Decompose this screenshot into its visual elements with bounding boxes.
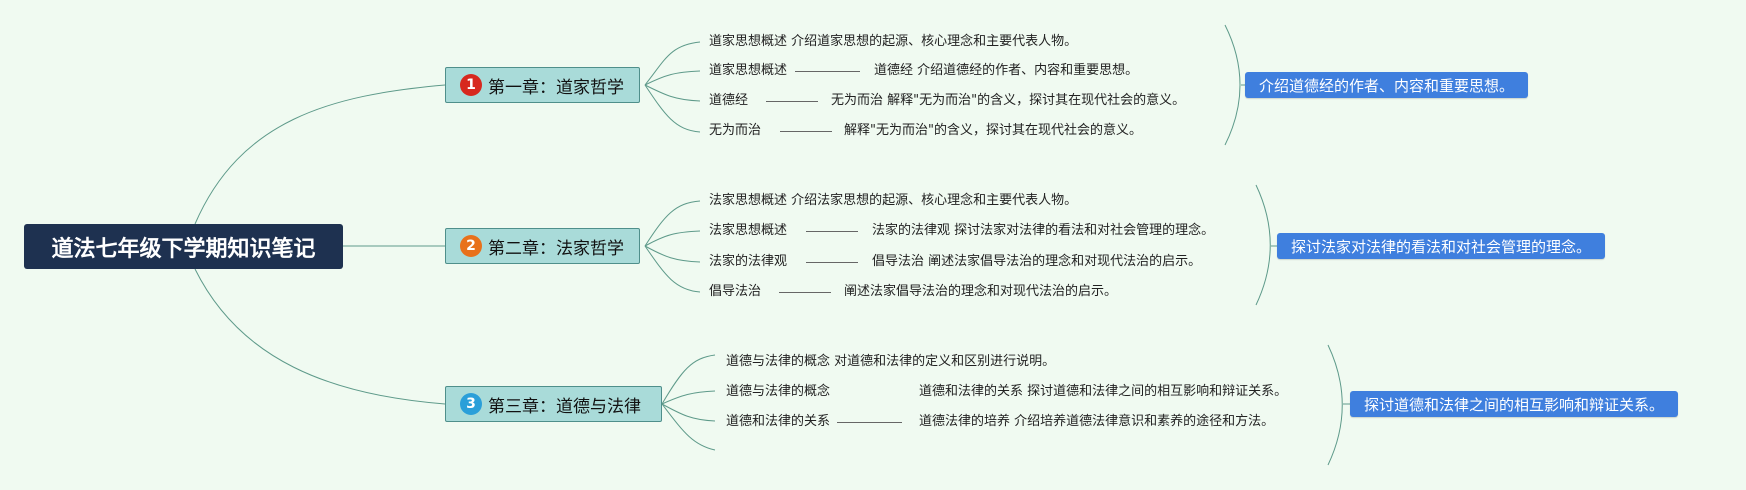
chapter-node-3[interactable]: 3 第三章：道德与法律 xyxy=(445,386,662,422)
leaf-1-2-connector xyxy=(795,71,860,72)
leaf-1-1[interactable]: 道家思想概述 介绍道家思想的起源、核心理念和主要代表人物。 xyxy=(709,34,1078,49)
chapter-title: 第一章：道家哲学 xyxy=(488,77,624,98)
leaf-2-4-connector xyxy=(779,292,831,293)
number-badge: 1 xyxy=(460,74,482,96)
leaf-1-3-connector xyxy=(766,101,818,102)
summary-1[interactable]: 介绍道德经的作者、内容和重要思想。 xyxy=(1245,72,1529,98)
leaf-2-3[interactable]: 法家的法律观 xyxy=(709,254,788,269)
ch1-link-4 xyxy=(644,84,701,133)
ch3-link-3 xyxy=(661,403,716,422)
leaf-1-3[interactable]: 道德经 xyxy=(709,93,749,108)
chapter-node-2[interactable]: 2 第二章：法家哲学 xyxy=(445,228,640,264)
leaf-3-3-detail[interactable]: 道德法律的培养 介绍培养道德法律意识和素养的途径和方法。 xyxy=(919,414,1275,429)
ch1-link-3 xyxy=(644,84,701,102)
chapter-title: 第二章：法家哲学 xyxy=(488,238,624,259)
ch1-bracket xyxy=(1224,24,1241,146)
chapter-title: 第三章：道德与法律 xyxy=(488,396,641,417)
leaf-3-2-detail[interactable]: 道德和法律的关系 探讨道德和法律之间的相互影响和辩证关系。 xyxy=(919,384,1288,399)
chapter-node-1[interactable]: 1 第一章：道家哲学 xyxy=(445,67,640,103)
leaf-1-4-connector xyxy=(780,131,832,132)
leaf-3-3[interactable]: 道德和法律的关系 xyxy=(726,414,831,429)
leaf-3-2[interactable]: 道德与法律的概念 xyxy=(726,384,831,399)
leaf-2-4[interactable]: 倡导法治 xyxy=(709,284,762,299)
ch3-link-4 xyxy=(661,403,716,451)
summary-3[interactable]: 探讨道德和法律之间的相互影响和辩证关系。 xyxy=(1350,391,1679,417)
root-node[interactable]: 道法七年级下学期知识笔记 xyxy=(24,224,343,269)
ch2-link-4 xyxy=(644,245,701,293)
root-link-1 xyxy=(194,84,446,225)
leaf-3-1[interactable]: 道德与法律的概念 对道德和法律的定义和区别进行说明。 xyxy=(726,354,1056,369)
leaf-1-2[interactable]: 道家思想概述 xyxy=(709,63,788,78)
leaf-2-2-connector xyxy=(806,231,858,232)
ch1-link-1 xyxy=(644,41,701,86)
leaf-1-4-detail[interactable]: 解释"无为而治"的含义，探讨其在现代社会的意义。 xyxy=(844,123,1142,138)
leaf-2-3-connector xyxy=(806,262,858,263)
leaf-2-3-detail[interactable]: 倡导法治 阐述法家倡导法治的理念和对现代法治的启示。 xyxy=(872,254,1202,269)
leaf-3-3-connector xyxy=(837,422,902,423)
ch2-link-1 xyxy=(644,200,701,247)
summary-2[interactable]: 探讨法家对法律的看法和对社会管理的理念。 xyxy=(1277,233,1606,259)
leaf-2-2-detail[interactable]: 法家的法律观 探讨法家对法律的看法和对社会管理的理念。 xyxy=(872,223,1215,238)
root-link-3 xyxy=(194,268,446,405)
ch2-link-3 xyxy=(644,245,701,263)
leaf-1-3-detail[interactable]: 无为而治 解释"无为而治"的含义，探讨其在现代社会的意义。 xyxy=(831,93,1186,108)
ch3-link-1 xyxy=(661,354,716,405)
leaf-2-4-detail[interactable]: 阐述法家倡导法治的理念和对现代法治的启示。 xyxy=(844,284,1118,299)
leaf-2-1[interactable]: 法家思想概述 介绍法家思想的起源、核心理念和主要代表人物。 xyxy=(709,193,1078,208)
leaf-1-4[interactable]: 无为而治 xyxy=(709,123,762,138)
number-badge: 2 xyxy=(460,235,482,257)
ch3-link-2 xyxy=(661,390,716,405)
ch3-bracket xyxy=(1327,344,1343,466)
root-title: 道法七年级下学期知识笔记 xyxy=(51,236,316,262)
leaf-2-2[interactable]: 法家思想概述 xyxy=(709,223,788,238)
ch1-link-2 xyxy=(644,70,701,86)
number-badge: 3 xyxy=(460,393,482,415)
ch2-bracket xyxy=(1255,184,1271,306)
ch2-link-2 xyxy=(644,230,701,247)
leaf-1-2-detail[interactable]: 道德经 介绍道德经的作者、内容和重要思想。 xyxy=(874,63,1139,78)
